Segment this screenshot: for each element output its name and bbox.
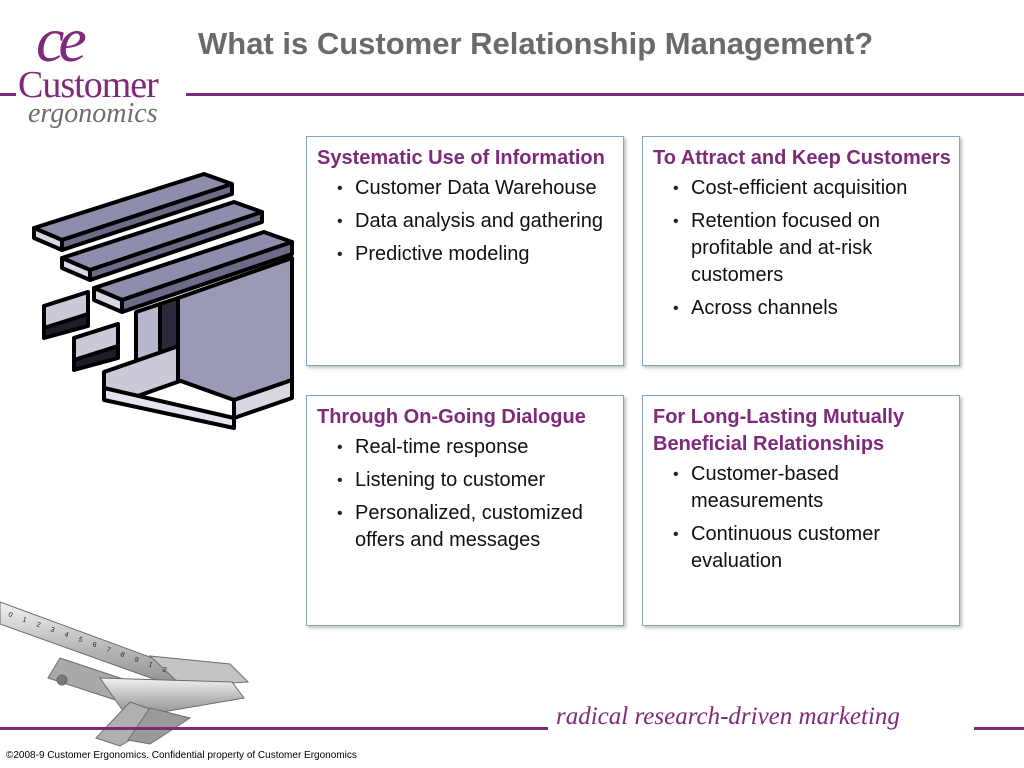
list-item-text: Customer Data Warehouse [355, 177, 597, 199]
bullet-glyph: • [337, 180, 343, 197]
caliper-illustration: 0 1 2 3 4 5 6 7 8 9 1 2 [0, 601, 250, 747]
box-heading: Systematic Use of Information [317, 147, 605, 169]
list-item: • Retention focused on profitable and at-… [673, 208, 951, 289]
caliper-scale-mark: 6 [91, 641, 97, 649]
caliper-scale-mark: 3 [49, 626, 55, 634]
list-item-text: Customer-based measurements [691, 463, 839, 512]
bullet-glyph: • [673, 466, 679, 483]
bullet-glyph: • [337, 472, 343, 489]
list-item: • Predictive modeling [337, 241, 615, 268]
box-heading: To Attract and Keep Customers [653, 147, 951, 169]
list-item: • Customer Data Warehouse [337, 175, 615, 202]
header-divider [186, 93, 1024, 96]
bullet-list: • Customer Data Warehouse • Data analysis … [317, 175, 615, 268]
list-item: • Across channels [673, 295, 951, 322]
bullet-list: • Real-time response • Listening to custom… [317, 434, 615, 554]
crm-box-relationships: For Long-Lasting Mutually Beneficial Rel… [642, 395, 960, 626]
bullet-glyph: • [673, 526, 679, 543]
logo-subtitle: ergonomics [28, 98, 158, 129]
list-item-text: Predictive modeling [355, 243, 530, 265]
list-item: • Personalized, customized offers and mes… [337, 500, 615, 554]
list-item-text: Across channels [691, 297, 838, 319]
list-item: • Continuous customer evaluation [673, 521, 951, 575]
bullet-glyph: • [337, 213, 343, 230]
caliper-scale-mark: 8 [119, 651, 125, 659]
crm-box-systematic-use: Systematic Use of Information • Customer … [306, 136, 624, 366]
footer-divider-left [0, 727, 548, 730]
header-divider-left [0, 93, 16, 96]
list-item-text: Continuous customer evaluation [691, 523, 880, 572]
bullet-glyph: • [673, 300, 679, 317]
bullet-list: • Customer-based measurements • Continuous… [653, 461, 951, 575]
caliper-scale-mark: 1 [147, 661, 153, 669]
list-item: • Real-time response [337, 434, 615, 461]
caliper-scale-mark: 2 [161, 666, 167, 674]
caliper-scale-mark: 2 [35, 621, 41, 629]
bullet-glyph: • [673, 180, 679, 197]
list-item: • Data analysis and gathering [337, 208, 615, 235]
slide-title: What is Customer Relationship Management… [198, 26, 874, 61]
list-item-text: Retention focused on profitable and at-r… [691, 210, 881, 286]
footer-divider-right [974, 727, 1024, 730]
logo-mark: ce [36, 4, 87, 75]
caliper-scale-mark: 0 [7, 611, 13, 619]
caliper-scale-mark: 5 [77, 636, 83, 644]
list-item-text: Cost-efficient acquisition [691, 177, 908, 199]
steel-beams-illustration [32, 172, 294, 430]
footer-tagline: radical research-driven marketing [556, 703, 900, 730]
list-item: • Customer-based measurements [673, 461, 951, 515]
list-item: • Listening to customer [337, 467, 615, 494]
bullet-glyph: • [337, 246, 343, 263]
bullet-glyph: • [337, 439, 343, 456]
box-heading: For Long-Lasting Mutually Beneficial Rel… [653, 406, 905, 455]
caliper-scale-mark: 1 [21, 616, 27, 624]
logo-wordmark: Customer [18, 64, 159, 106]
caliper-scale-mark: 7 [105, 646, 111, 654]
box-heading: Through On-Going Dialogue [317, 406, 586, 428]
list-item-text: Listening to customer [355, 469, 546, 491]
bullet-list: • Cost-efficient acquisition • Retention f… [653, 175, 951, 322]
bullet-glyph: • [673, 213, 679, 230]
caliper-scale-mark: 4 [63, 631, 69, 639]
list-item-text: Real-time response [355, 436, 529, 458]
bullet-glyph: • [337, 505, 343, 522]
list-item-text: Personalized, customized offers and mess… [355, 502, 583, 551]
crm-box-attract-keep: To Attract and Keep Customers • Cost-effi… [642, 136, 960, 366]
copyright-notice: ©2008-9 Customer Ergonomics. Confidentia… [6, 750, 357, 761]
company-logo: ce Customer ergonomics [14, 8, 194, 128]
crm-box-dialogue: Through On-Going Dialogue • Real-time res… [306, 395, 624, 626]
caliper-scale-mark: 9 [133, 656, 139, 664]
list-item-text: Data analysis and gathering [355, 210, 603, 232]
list-item: • Cost-efficient acquisition [673, 175, 951, 202]
